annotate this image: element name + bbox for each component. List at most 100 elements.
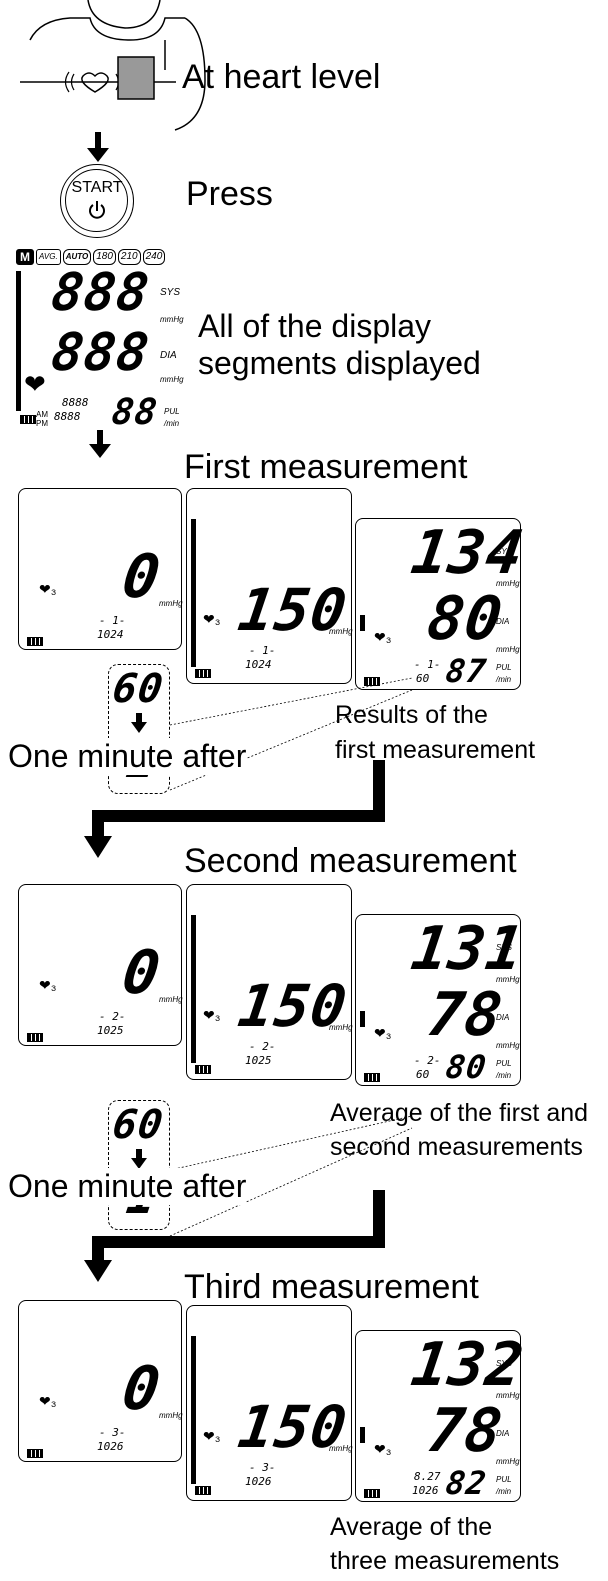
- m2-pressure-index: - 2-: [249, 1040, 276, 1053]
- m1-pressure-index: - 1-: [249, 644, 276, 657]
- pm-label: PM: [36, 419, 48, 428]
- m3-result-small-bottom: 1026: [412, 1484, 439, 1497]
- m3-start-value: 0: [118, 1354, 166, 1424]
- start-label: START: [71, 179, 123, 196]
- m3-result-mmhg-2: mmHg: [496, 1457, 520, 1466]
- m3-result-caption-1: Average of the: [330, 1513, 493, 1541]
- heart-icon: ❤₃: [39, 977, 57, 993]
- test-small-bottom: 8888: [54, 410, 81, 423]
- m2-result-per-min: /min: [496, 1071, 512, 1080]
- heart-icon: ❤₃: [203, 1007, 221, 1023]
- am-label: AM: [36, 410, 48, 419]
- m2-start-mmhg: mmHg: [159, 995, 183, 1004]
- m2-start-index: - 2-: [99, 1010, 126, 1023]
- m1-start-mmhg: mmHg: [159, 599, 183, 608]
- pressure-bar: [191, 1336, 196, 1484]
- battery-icon: [27, 1449, 43, 1458]
- m2-result-caption-1: Average of the first and: [330, 1099, 589, 1127]
- m3-result-mmhg-1: mmHg: [496, 1391, 520, 1400]
- arrow-down-icon: [87, 132, 109, 162]
- m2-result-sys-label: SYS: [496, 943, 513, 952]
- m1-result-mmhg-2: mmHg: [496, 645, 520, 654]
- m1-countdown-box: 60 1: [108, 664, 170, 794]
- m3-result-per-min: /min: [496, 1487, 512, 1496]
- m3-result-small-top: 8.27: [414, 1470, 441, 1483]
- pressure-bar: [16, 271, 21, 411]
- m3-start-mmhg: mmHg: [159, 1411, 183, 1420]
- all-segments-caption-2: segments displayed: [198, 345, 481, 381]
- m1-pressure-panel: ❤₃ 150 mmHg - 1- 1024: [186, 488, 353, 684]
- pressure-bar: [360, 615, 365, 631]
- m1-result-caption-2: first measurement: [335, 736, 536, 764]
- test-sys-label: SYS: [160, 287, 181, 298]
- test-dia-label: DIA: [160, 350, 177, 361]
- m1-result-caption-1: Results of the: [335, 701, 488, 729]
- pressure-bar: [191, 915, 196, 1063]
- m2-pressure-time: 1025: [245, 1054, 272, 1067]
- battery-icon: [195, 1486, 211, 1495]
- heart-icon: ❤₃: [39, 581, 57, 597]
- m1-result-sys-label: SYS: [496, 547, 513, 556]
- test-small-top: 8888: [62, 396, 89, 409]
- m2-result-mmhg-1: mmHg: [496, 975, 520, 984]
- m3-result-dia: 78: [423, 1396, 508, 1466]
- test-display: M AVG. AUTO 180 210 240 888 SYS mmHg 888…: [14, 247, 184, 433]
- tag-180: 180: [93, 249, 116, 265]
- arrow-down-icon: [89, 430, 111, 458]
- m2-result-caption-2: second measurements: [330, 1133, 583, 1161]
- arrow-down-icon: [131, 1149, 147, 1169]
- battery-icon: [27, 637, 43, 646]
- m1-result-pul-label: PUL: [496, 663, 512, 672]
- auto-tag: AUTO: [62, 249, 92, 265]
- test-per-min: /min: [164, 419, 180, 428]
- m1-result-small-bottom: 60: [416, 672, 430, 685]
- m3-pressure-index: - 3-: [249, 1461, 276, 1474]
- heart-icon: ❤₃: [39, 1393, 57, 1409]
- heart-icon: ❤₃: [203, 611, 221, 627]
- heart-icon: ❤₃: [203, 1428, 221, 1444]
- m1-pressure-mmhg: mmHg: [329, 627, 353, 636]
- measurement-2-title: Second measurement: [184, 842, 517, 880]
- m3-result-caption-2: three measurements: [330, 1547, 560, 1575]
- memory-tag: M: [16, 249, 34, 265]
- heart-level-caption: At heart level: [182, 58, 381, 96]
- m2-result-dia-label: DIA: [496, 1013, 510, 1022]
- heart-icon: ❤₃: [374, 629, 392, 645]
- m1-result-mmhg-1: mmHg: [496, 579, 520, 588]
- m3-start-panel: ❤₃ 0 mmHg - 3- 1026: [18, 1300, 183, 1462]
- test-pul-label: PUL: [164, 407, 180, 416]
- measurement-1-title: First measurement: [184, 448, 468, 486]
- tag-240: 240: [142, 249, 166, 265]
- start-button[interactable]: START: [60, 164, 134, 238]
- heart-icon: ❤: [24, 369, 46, 399]
- one-minute-after-1: One minute after: [8, 738, 247, 775]
- m2-start-time: 1025: [97, 1024, 124, 1037]
- heart-icon: ❤₃: [374, 1025, 392, 1041]
- test-mmhg-1: mmHg: [160, 315, 184, 324]
- one-minute-after-2: One minute after: [8, 1168, 247, 1205]
- m1-start-time: 1024: [97, 628, 124, 641]
- m3-start-time: 1026: [97, 1440, 124, 1453]
- m3-result-pul: 82: [443, 1464, 490, 1502]
- m1-start-panel: ❤₃ 0 mmHg - 1- 1024: [18, 488, 183, 650]
- m2-pressure-panel: ❤₃ 150 mmHg - 2- 1025: [186, 884, 353, 1080]
- test-mmhg-2: mmHg: [160, 375, 184, 384]
- m3-pressure-time: 1026: [245, 1475, 272, 1488]
- m2-start-panel: ❤₃ 0 mmHg - 2- 1025: [18, 884, 183, 1046]
- m3-result-dia-label: DIA: [496, 1429, 510, 1438]
- m2-result-small-top: - 2-: [414, 1054, 441, 1067]
- m1-result-per-min: /min: [496, 675, 512, 684]
- m1-pressure-time: 1024: [245, 658, 272, 671]
- m2-result-panel: 131 SYS mmHg ❤₃ 78 DIA mmHg - 2- 60 80 P…: [355, 914, 528, 1086]
- m1-result-small-top: - 1-: [414, 658, 441, 671]
- m3-start-index: - 3-: [99, 1426, 126, 1439]
- pressure-bar: [191, 519, 196, 667]
- pressure-bar: [360, 1427, 365, 1443]
- battery-icon: [364, 1073, 380, 1082]
- heart-icon: ❤₃: [374, 1441, 392, 1457]
- m3-pressure-mmhg: mmHg: [329, 1444, 353, 1453]
- avg-tag: AVG.: [36, 249, 61, 265]
- m3-result-panel: 132 SYS mmHg ❤₃ 78 DIA mmHg 8.27 1026 82…: [355, 1330, 528, 1502]
